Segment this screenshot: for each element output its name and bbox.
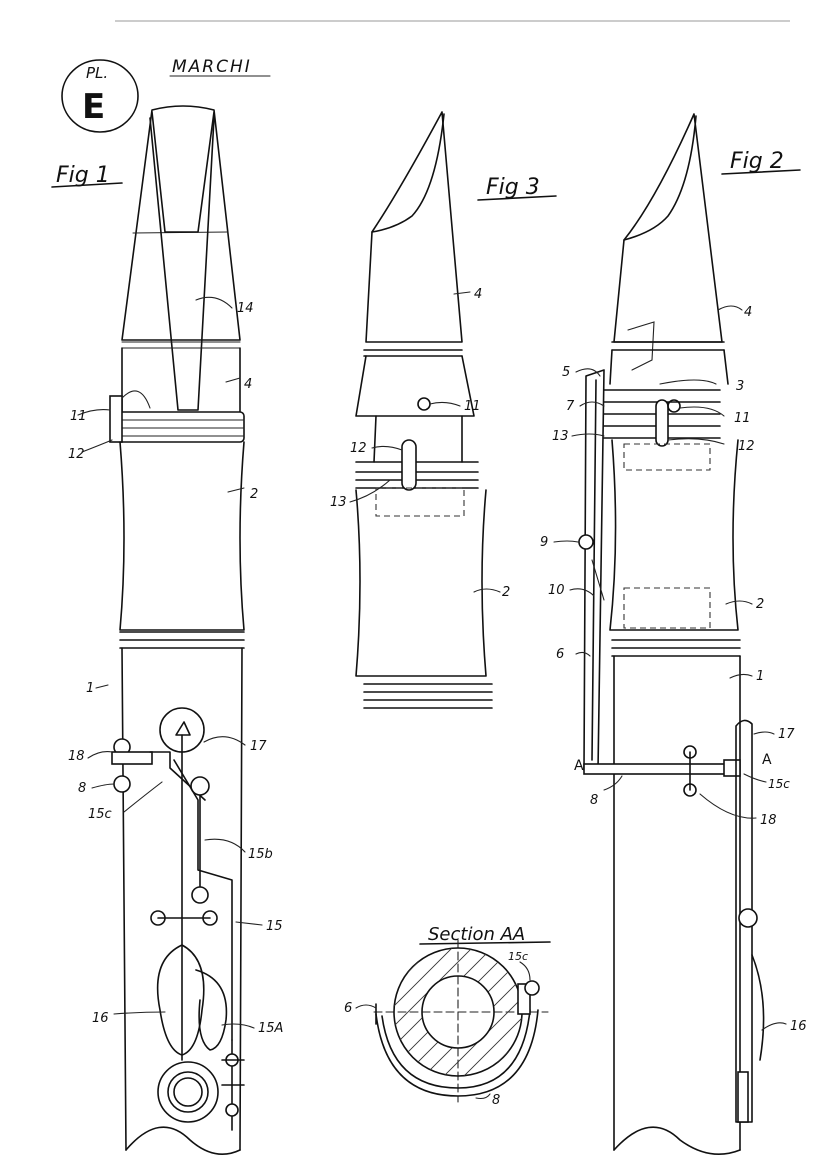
fig2-label-10: 10 <box>548 583 565 598</box>
plate-badge: PL. E <box>61 59 139 133</box>
fig3-pin-12 <box>401 439 417 491</box>
fig2-title: Fig 2 <box>730 149 784 174</box>
fig1-label-15: 15 <box>266 919 283 934</box>
fig3-title: Fig 3 <box>486 175 540 200</box>
fig1-ligature-band <box>115 411 245 443</box>
fig1-ring-key <box>157 1061 219 1123</box>
fig1-screw-11 <box>109 395 123 443</box>
fig1-body <box>121 647 243 1151</box>
fig3-screw-11 <box>417 397 431 411</box>
section-clamp-band <box>381 1009 531 1089</box>
fig2-label-17: 17 <box>778 727 795 742</box>
figure-3: Fig 3 4 11 12 13 2 <box>330 111 557 709</box>
section-aa: Section AA <box>344 924 551 1108</box>
fig2-label-1: 1 <box>756 669 764 684</box>
fig2-pivot-9 <box>578 534 594 550</box>
fig1-label-15a: 15A <box>258 1021 283 1036</box>
fig3-label-4: 4 <box>474 287 482 302</box>
fig2-label-18: 18 <box>760 813 777 828</box>
fig1-label-17: 17 <box>250 739 267 754</box>
fig2-label-6: 6 <box>556 647 564 662</box>
plate-letter: E <box>82 87 105 127</box>
fig2-key-17 <box>735 719 753 1123</box>
fig1-reed <box>151 111 215 233</box>
fig2-pin-12 <box>655 399 669 447</box>
fig2-body <box>613 655 741 1151</box>
fig1-label-18: 18 <box>68 749 85 764</box>
fig1-barrel <box>119 441 245 631</box>
fig2-label-2: 2 <box>756 597 764 612</box>
fig1-label-12: 12 <box>68 447 85 462</box>
fig1-label-11: 11 <box>70 409 87 424</box>
fig1-label-8: 8 <box>78 781 86 796</box>
fig3-label-13: 13 <box>330 495 347 510</box>
fig2-label-3: 3 <box>736 379 744 394</box>
fig3-label-12: 12 <box>350 441 367 456</box>
fig1-label-16: 16 <box>92 1011 109 1026</box>
fig2-mouthpiece <box>613 113 723 343</box>
fig2-label-16: 16 <box>790 1019 807 1034</box>
fig2-label-a-right: A <box>762 752 772 768</box>
fig2-label-4: 4 <box>744 305 752 320</box>
fig1-label-15b: 15b <box>248 847 273 862</box>
fig2-label-a-left: A <box>574 758 584 774</box>
fig1-label-2: 2 <box>250 487 258 502</box>
fig1-label-15c: 15c <box>88 807 112 822</box>
fig2-label-5: 5 <box>562 365 570 380</box>
fig3-label-11: 11 <box>464 399 481 414</box>
fig2-barrel <box>609 439 739 631</box>
fig2-label-12: 12 <box>738 439 755 454</box>
fig2-label-15c: 15c <box>768 777 790 791</box>
fig1-label-14: 14 <box>237 301 254 316</box>
section-label-15c: 15c <box>508 950 528 963</box>
fig2-label-13: 13 <box>552 429 569 444</box>
fig2-label-9: 9 <box>540 535 548 550</box>
plate-prefix: PL. <box>86 64 108 82</box>
fig1-paddle-16 <box>156 944 205 1056</box>
fig3-barrel <box>355 489 487 677</box>
figure-2: Fig 2 <box>540 113 807 1156</box>
fig2-label-11: 11 <box>734 411 751 426</box>
fig3-label-2: 2 <box>502 585 510 600</box>
fig2-rod-8 <box>583 763 735 775</box>
fig2-label-7: 7 <box>566 399 575 414</box>
section-label-6: 6 <box>344 1001 352 1016</box>
fig2-paddle-16 <box>751 954 765 1061</box>
fig1-label-4: 4 <box>244 377 252 392</box>
fig1-label-1: 1 <box>86 681 94 696</box>
fig2-label-8: 8 <box>590 793 598 808</box>
fig3-mouthpiece <box>365 111 463 343</box>
section-aa-title: Section AA <box>428 924 525 945</box>
inventor-name: MARCHI <box>172 57 252 77</box>
fig1-mouthpiece <box>121 105 241 341</box>
section-label-8: 8 <box>492 1093 500 1108</box>
figure-1: Fig 1 <box>51 105 283 1156</box>
